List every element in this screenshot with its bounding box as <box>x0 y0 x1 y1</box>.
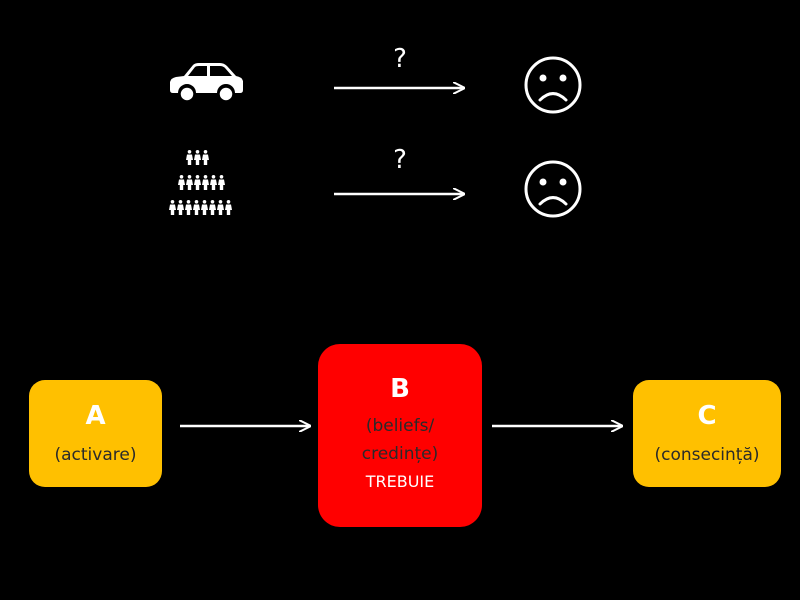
box-b-line-2: credințe) <box>361 443 439 464</box>
arrow-label: ? <box>393 145 407 175</box>
arrow-right-icon <box>334 184 470 204</box>
arrow-right-icon <box>334 78 470 98</box>
sad-face-icon <box>524 160 582 218</box>
box-b-beliefs: B (beliefs/ credințe) TREBUIE <box>318 344 482 527</box>
box-c-letter: C <box>697 400 717 431</box>
box-b-line-3: TREBUIE <box>365 471 435 491</box>
box-a-letter: A <box>85 400 106 431</box>
arrow-right-icon <box>180 416 316 436</box>
arrow-right-icon <box>492 416 628 436</box>
car-icon <box>170 63 243 103</box>
box-a-label: (activare) <box>54 444 137 465</box>
box-c-label: (consecință) <box>654 444 760 465</box>
arrow-label: ? <box>393 44 407 74</box>
box-b-line-1: (beliefs/ <box>365 415 435 436</box>
crowd-icon <box>169 150 232 215</box>
box-b-letter: B <box>390 373 410 404</box>
box-a-activation: A (activare) <box>29 380 162 487</box>
sad-face-icon <box>524 56 582 114</box>
box-c-consequence: C (consecință) <box>633 380 781 487</box>
